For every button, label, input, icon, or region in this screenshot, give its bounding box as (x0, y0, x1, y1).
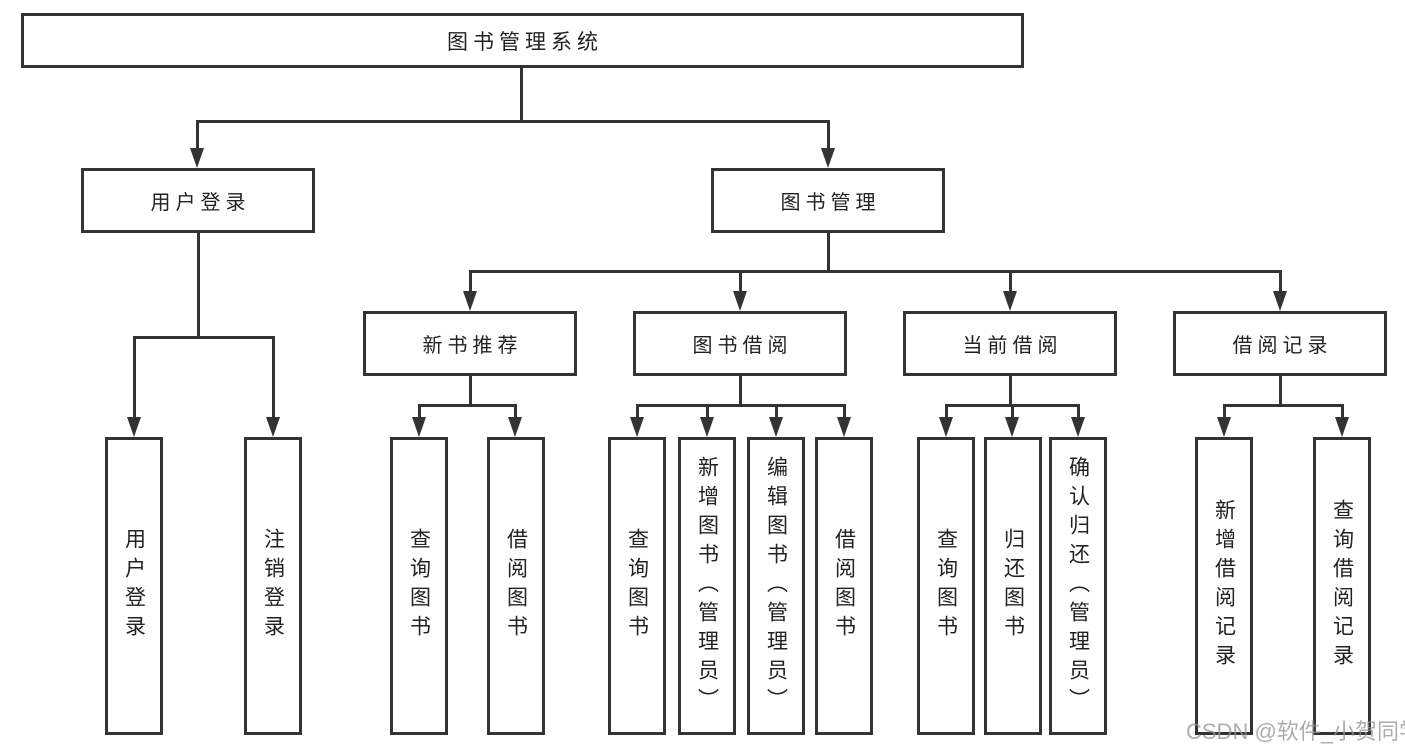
node-label: 用户登录 (122, 528, 146, 644)
connector-line (1223, 404, 1344, 407)
node-label: 查询图书 (407, 528, 431, 644)
leaf-query-books-2: 查询图书 (608, 437, 666, 735)
connector-line (739, 270, 742, 294)
node-label: 图书管理系统 (447, 30, 603, 54)
node-root: 图书管理系统 (21, 13, 1024, 68)
leaf-user-login: 用户登录 (105, 437, 163, 735)
arrowhead-icon (1003, 291, 1017, 311)
connector-line (1341, 404, 1344, 420)
connector-line (469, 376, 472, 406)
connector-line (197, 233, 200, 338)
node-current-borrowing: 当前借阅 (903, 311, 1117, 376)
connector-line (469, 270, 1282, 273)
leaf-logout: 注销登录 (244, 437, 302, 735)
arrowhead-icon (127, 417, 141, 437)
node-label: 借阅图书 (832, 528, 856, 644)
watermark: CSDN @软件_小贺同学 (1186, 719, 1405, 744)
node-label: 归还图书 (1001, 528, 1025, 644)
node-label: 当前借阅 (962, 335, 1063, 357)
connector-line (827, 233, 830, 272)
node-label: 新书推荐 (422, 335, 523, 357)
connector-line (1223, 404, 1226, 420)
connector-line (1011, 404, 1014, 420)
node-label: 查询图书 (625, 528, 649, 644)
connector-line (636, 404, 639, 420)
node-label: 查询图书 (934, 528, 958, 644)
leaf-add-books-admin: 新增图书（管理员） (678, 437, 736, 735)
arrowhead-icon (1005, 417, 1019, 437)
node-label: 新增借阅记录 (1212, 499, 1236, 673)
node-label: 图书管理 (780, 192, 881, 214)
node-label: 用户登录 (150, 192, 251, 214)
connector-line (1009, 376, 1012, 406)
node-label: 图书借阅 (692, 335, 793, 357)
connector-line (418, 404, 517, 407)
connector-line (469, 270, 472, 294)
arrowhead-icon (1273, 291, 1287, 311)
node-borrowing-records: 借阅记录 (1173, 311, 1387, 376)
leaf-return-books: 归还图书 (984, 437, 1042, 735)
leaf-query-books-1: 查询图书 (390, 437, 448, 735)
arrowhead-icon (508, 417, 522, 437)
leaf-borrow-books-2: 借阅图书 (815, 437, 873, 735)
arrowhead-icon (733, 291, 747, 311)
connector-line (133, 336, 136, 420)
connector-line (775, 404, 778, 420)
leaf-confirm-return-admin: 确认归还（管理员） (1049, 437, 1107, 735)
connector-line (197, 120, 830, 123)
arrowhead-icon (1217, 417, 1231, 437)
connector-line (945, 404, 948, 420)
arrowhead-icon (266, 417, 280, 437)
connector-line (827, 120, 830, 152)
arrowhead-icon (939, 417, 953, 437)
node-label: 确认归还（管理员） (1066, 455, 1090, 717)
connector-line (739, 376, 742, 406)
connector-line (706, 404, 709, 420)
arrowhead-icon (837, 417, 851, 437)
arrowhead-icon (700, 417, 714, 437)
connector-line (520, 68, 523, 122)
node-book-management: 图书管理 (711, 168, 945, 233)
connector-line (418, 404, 421, 420)
connector-line (272, 336, 275, 420)
connector-line (1279, 270, 1282, 294)
leaf-borrow-books-1: 借阅图书 (487, 437, 545, 735)
node-label: 新增图书（管理员） (695, 455, 719, 717)
node-label: 注销登录 (261, 528, 285, 644)
node-label: 查询借阅记录 (1330, 499, 1354, 673)
connector-line (196, 120, 199, 152)
arrowhead-icon (190, 148, 204, 168)
node-new-book-recommend: 新书推荐 (363, 311, 577, 376)
leaf-add-borrow-record: 新增借阅记录 (1195, 437, 1253, 735)
arrowhead-icon (821, 148, 835, 168)
connector-line (843, 404, 846, 420)
node-label: 借阅图书 (504, 528, 528, 644)
connector-line (1279, 376, 1282, 406)
leaf-query-borrow-record: 查询借阅记录 (1313, 437, 1371, 735)
arrowhead-icon (630, 417, 644, 437)
node-book-borrowing: 图书借阅 (633, 311, 847, 376)
arrowhead-icon (1071, 417, 1085, 437)
node-label: 编辑图书（管理员） (764, 455, 788, 717)
arrowhead-icon (1335, 417, 1349, 437)
connector-line (133, 336, 275, 339)
connector-line (1009, 270, 1012, 294)
arrowhead-icon (463, 291, 477, 311)
node-user-login: 用户登录 (81, 168, 315, 233)
leaf-edit-books-admin: 编辑图书（管理员） (747, 437, 805, 735)
leaf-query-books-3: 查询图书 (917, 437, 975, 735)
arrowhead-icon (412, 417, 426, 437)
connector-line (514, 404, 517, 420)
node-label: 借阅记录 (1232, 335, 1333, 357)
connector-line (1077, 404, 1080, 420)
arrowhead-icon (769, 417, 783, 437)
connector-line (636, 404, 846, 407)
